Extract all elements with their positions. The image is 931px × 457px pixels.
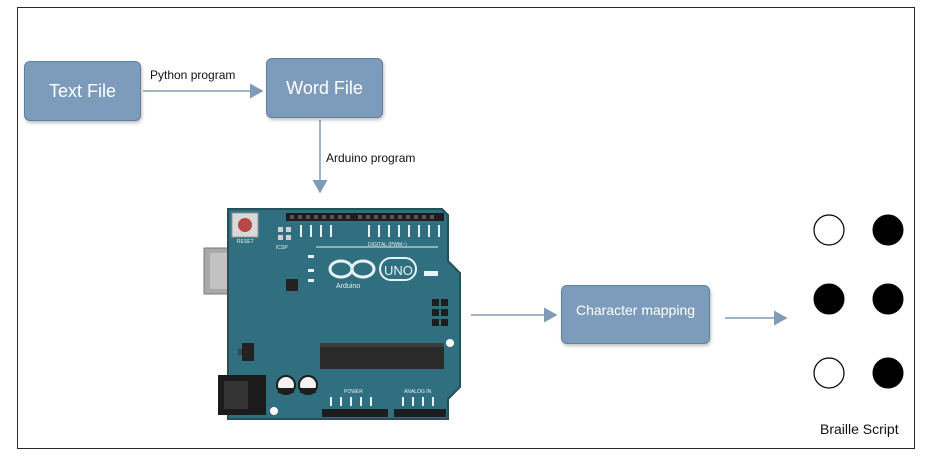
digital-header-label: DIGITAL (PWM~) [368,242,407,248]
digital-header [286,213,444,221]
braille-dot-raised [872,283,904,315]
icsp-label: ICSP [276,245,288,251]
edge-label-arduino-program: Arduino program [326,151,416,165]
power-header [322,409,388,417]
node-word-file: Word File [266,58,383,118]
braille-dot-flat [813,214,845,246]
braille-script-caption: Braille Script [820,421,899,437]
power-header-label: POWER [344,389,363,395]
icsp-header [278,227,291,240]
diagram-frame [17,7,915,449]
node-text-file-label: Text File [48,80,117,101]
braille-dot-flat [813,357,845,389]
node-word-file-label: Word File [286,77,363,98]
node-character-mapping-label: Character mapping [575,302,696,318]
arduino-uno-board: RESET DIGITAL (PWM~) ICSP UNO Arduino [203,208,461,420]
edge-label-python-program: Python program [150,68,236,82]
analog-header [394,409,446,417]
braille-dot-raised [872,214,904,246]
node-character-mapping: Character mapping [561,285,710,344]
uno-logo-text: UNO [384,263,413,278]
reset-label: RESET [237,239,254,245]
microcontroller-chip [320,347,444,369]
braille-dot-raised [813,283,845,315]
analog-header-label: ANALOG IN [404,389,432,395]
arduino-brand-text: Arduino [336,283,360,290]
right-side-header [432,299,448,326]
arduino-logo: UNO Arduino [328,257,417,290]
node-text-file: Text File [24,61,141,121]
braille-dot-raised [872,357,904,389]
